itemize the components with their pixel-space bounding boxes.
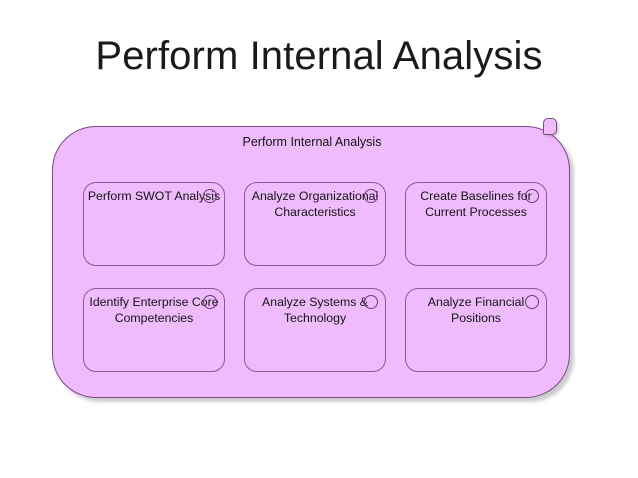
process-circle-icon [525,295,539,309]
corner-flag-icon [543,118,557,135]
process-box-analyze-financial-positions[interactable]: Analyze Financial Positions [405,288,547,372]
grouping-container[interactable]: Perform Internal Analysis Perform SWOT A… [52,118,570,398]
process-box-identify-enterprise-core-competencies[interactable]: Identify Enterprise Core Competencies [83,288,225,372]
process-label: Analyze Financial Positions [427,295,525,325]
grouping-label: Perform Internal Analysis [242,135,382,149]
page-title: Perform Internal Analysis [95,34,543,78]
process-circle-icon [364,189,378,203]
process-box-analyze-systems-technology[interactable]: Analyze Systems & Technology [244,288,386,372]
process-box-create-baselines-for-current-processes[interactable]: Create Baselines for Current Processes [405,182,547,266]
process-label: Analyze Systems & Technology [262,295,368,325]
process-circle-icon [203,295,217,309]
process-label: Identify Enterprise Core Competencies [89,295,219,325]
process-grid: Perform SWOT Analysis Analyze Organizati… [83,182,547,372]
process-box-perform-swot-analysis[interactable]: Perform SWOT Analysis [83,182,225,266]
process-label: Analyze Organizational Characteristics [251,189,379,219]
process-label: Perform SWOT Analysis [87,189,221,203]
process-box-analyze-organizational-characteristics[interactable]: Analyze Organizational Characteristics [244,182,386,266]
process-circle-icon [364,295,378,309]
process-label: Create Baselines for Current Processes [420,189,532,219]
process-circle-icon [203,189,217,203]
process-circle-icon [525,189,539,203]
